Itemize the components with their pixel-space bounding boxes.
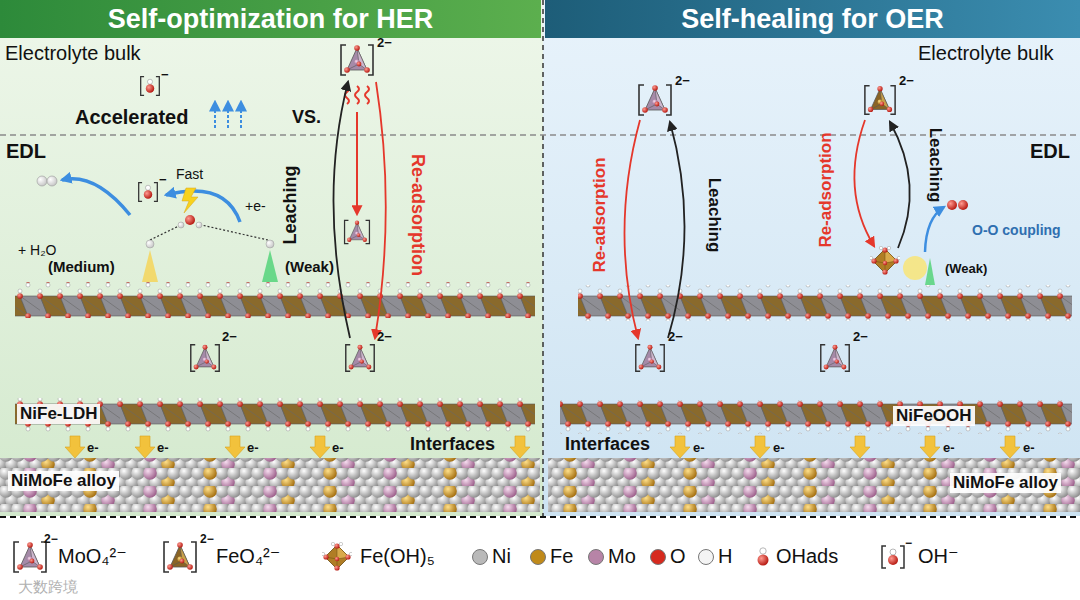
legend-text: H bbox=[718, 545, 732, 568]
label-text: Re-adsorption bbox=[816, 132, 836, 247]
label-text: (Medium) bbox=[48, 258, 115, 275]
label-text: 2− bbox=[675, 74, 690, 89]
label-text: (Weak) bbox=[945, 262, 987, 277]
legend-text: Fe bbox=[550, 545, 573, 568]
legend-text: Ni bbox=[492, 545, 511, 568]
label-text: O-O coupling bbox=[972, 222, 1061, 238]
legend-text: Fe(OH)₅ bbox=[360, 545, 435, 568]
label-text: Leaching bbox=[925, 128, 945, 203]
label-text: − bbox=[905, 537, 912, 551]
legend-icons bbox=[14, 542, 904, 572]
label-text: e- bbox=[773, 441, 785, 456]
layer-band: NiFeOOH bbox=[560, 400, 1072, 434]
label-text: 2− bbox=[899, 74, 914, 89]
legend-text: Mo bbox=[608, 545, 636, 568]
label-text: 2− bbox=[668, 330, 683, 345]
label-text: e- bbox=[1023, 441, 1035, 456]
label-text: Interfaces bbox=[410, 434, 495, 455]
label-text: Fast bbox=[176, 166, 203, 182]
legend-text: MoO₄²⁻ bbox=[58, 545, 127, 568]
label-text: e- bbox=[332, 441, 344, 456]
label-text: e- bbox=[943, 441, 955, 456]
label-text: Electrolyte bulk bbox=[918, 42, 1054, 65]
label-text: e- bbox=[247, 441, 259, 456]
legend-swatch bbox=[588, 549, 604, 565]
legend-swatch bbox=[698, 549, 714, 565]
label-text: VS. bbox=[292, 107, 321, 128]
label-text: 2− bbox=[44, 533, 58, 547]
label-text: + H₂O bbox=[18, 242, 57, 258]
label-text: e- bbox=[87, 441, 99, 456]
legend-text: OH⁻ bbox=[918, 545, 959, 568]
label-text: Electrolyte bulk bbox=[5, 42, 141, 65]
legend-swatch bbox=[530, 549, 546, 565]
label-text: 2− bbox=[853, 330, 868, 345]
layer-band: NiMoFe alloy bbox=[0, 458, 540, 512]
label-text: EDL bbox=[1030, 140, 1070, 163]
label-text: 2− bbox=[222, 330, 237, 345]
title-bar: Self-healing for OER bbox=[545, 0, 1080, 38]
ions bbox=[139, 45, 901, 371]
label-text: Accelerated bbox=[75, 106, 188, 129]
label-text: (Weak) bbox=[285, 258, 334, 275]
legend-swatch bbox=[472, 549, 488, 565]
layer-label: NiFeOOH bbox=[893, 406, 975, 426]
label-text: 大数跨境 bbox=[18, 578, 78, 595]
label-text: Leaching bbox=[704, 178, 724, 253]
legend-swatch bbox=[650, 549, 666, 565]
label-text: Interfaces bbox=[565, 434, 650, 455]
legend-text: FeO₄²⁻ bbox=[216, 545, 280, 568]
panel-title: Self-optimization for HER bbox=[108, 4, 434, 35]
label-text: EDL bbox=[6, 140, 46, 163]
legend-text: OHads bbox=[776, 545, 838, 568]
title-bar: Self-optimization for HER bbox=[0, 0, 541, 38]
label-text: − bbox=[159, 173, 167, 188]
label-text: 2− bbox=[377, 36, 392, 51]
layer-label: NiMoFe alloy bbox=[8, 471, 119, 491]
layer-label: NiMoFe alloy bbox=[950, 473, 1061, 493]
process-arrows bbox=[62, 82, 944, 338]
label-text: − bbox=[161, 68, 169, 83]
label-text: Leaching bbox=[280, 165, 301, 244]
label-text: Re-adsorption bbox=[408, 154, 429, 276]
label-text: e- bbox=[693, 441, 705, 456]
label-text: Re-adsorption bbox=[590, 157, 610, 272]
layer-band: NiFe-LDH bbox=[15, 398, 535, 432]
electron-arrows bbox=[65, 436, 1020, 458]
label-text: e- bbox=[157, 441, 169, 456]
layer-band: NiMoFe alloy bbox=[548, 458, 1080, 512]
label-text: 2− bbox=[377, 330, 392, 345]
legend-text: O bbox=[670, 545, 686, 568]
layer-label: NiFe-LDH bbox=[17, 404, 100, 424]
label-text: +e- bbox=[245, 198, 266, 214]
panel-title: Self-healing for OER bbox=[681, 4, 944, 35]
layers bbox=[0, 282, 1080, 512]
label-text: 2− bbox=[200, 533, 214, 547]
